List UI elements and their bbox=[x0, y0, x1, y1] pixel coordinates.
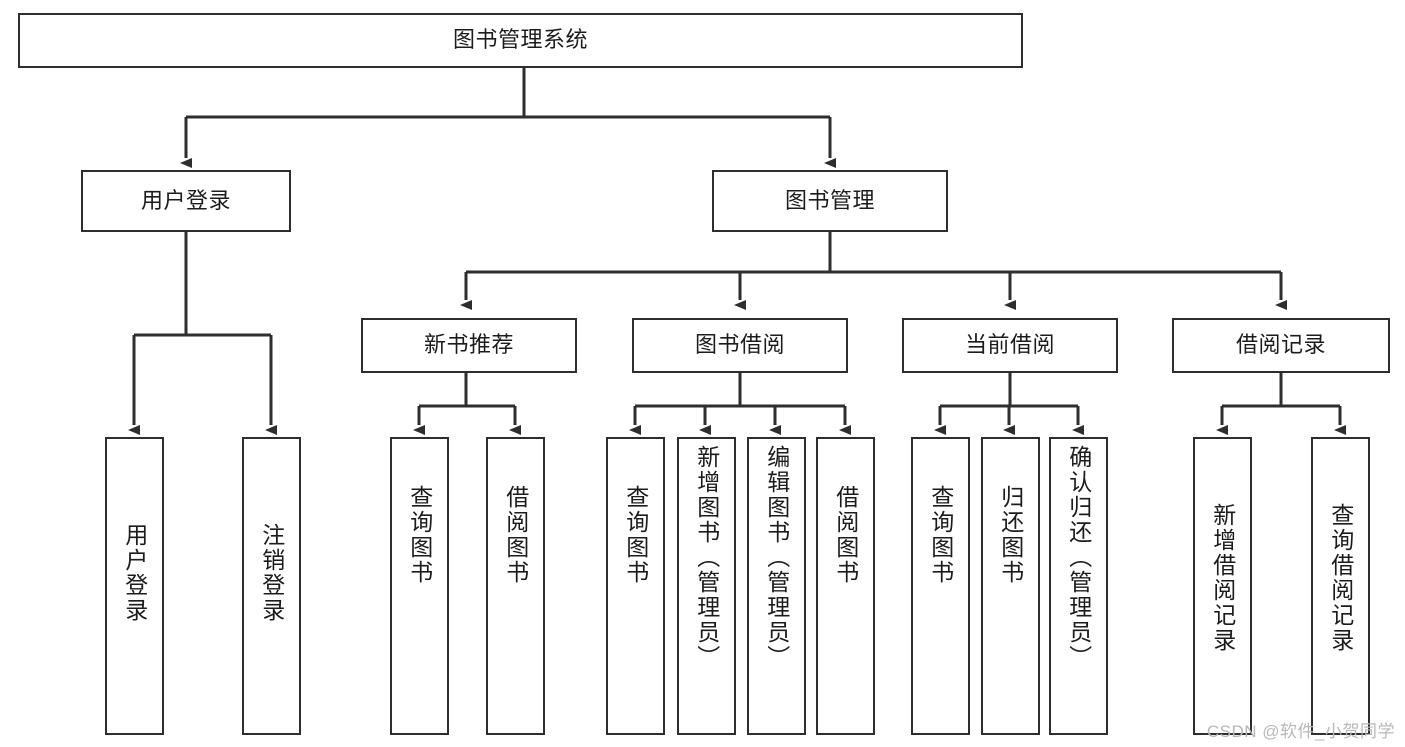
node-book-borrow[interactable]: 图书借阅 bbox=[632, 318, 848, 373]
node-leaf-add-book-label: 新增图书（管理员） bbox=[693, 445, 720, 670]
node-borrow-record[interactable]: 借阅记录 bbox=[1172, 318, 1390, 373]
node-new-book-rec-label: 新书推荐 bbox=[423, 332, 514, 358]
node-root[interactable]: 图书管理系统 bbox=[18, 13, 1023, 68]
node-leaf-return-book[interactable]: 归还图书 bbox=[981, 437, 1040, 735]
node-leaf-logout-label: 注销登录 bbox=[258, 523, 285, 623]
node-leaf-logout[interactable]: 注销登录 bbox=[242, 437, 301, 735]
node-borrow-record-label: 借阅记录 bbox=[1235, 332, 1326, 358]
node-leaf-borrow-book-1[interactable]: 借阅图书 bbox=[486, 437, 545, 735]
node-leaf-confirm-return-label: 确认归还（管理员） bbox=[1065, 445, 1092, 670]
node-user-login-label: 用户登录 bbox=[140, 187, 231, 213]
node-leaf-query-book-3-label: 查询图书 bbox=[927, 485, 954, 585]
node-leaf-add-book[interactable]: 新增图书（管理员） bbox=[677, 437, 736, 735]
node-leaf-add-record[interactable]: 新增借阅记录 bbox=[1193, 437, 1252, 735]
node-leaf-user-login-label: 用户登录 bbox=[121, 523, 148, 623]
node-current-borrow[interactable]: 当前借阅 bbox=[902, 318, 1118, 373]
node-leaf-query-book-2[interactable]: 查询图书 bbox=[606, 437, 665, 735]
node-book-manage[interactable]: 图书管理 bbox=[712, 170, 948, 232]
node-leaf-query-book-3[interactable]: 查询图书 bbox=[911, 437, 970, 735]
node-leaf-query-book-1-label: 查询图书 bbox=[406, 485, 433, 585]
csdn-watermark: CSDN @软件_小贺同学 bbox=[1206, 722, 1395, 741]
node-leaf-borrow-book-2[interactable]: 借阅图书 bbox=[816, 437, 875, 735]
node-book-borrow-label: 图书借阅 bbox=[694, 332, 785, 358]
node-leaf-return-book-label: 归还图书 bbox=[997, 485, 1024, 585]
node-leaf-user-login[interactable]: 用户登录 bbox=[105, 437, 164, 735]
node-current-borrow-label: 当前借阅 bbox=[964, 332, 1055, 358]
node-user-login[interactable]: 用户登录 bbox=[81, 170, 291, 232]
node-book-manage-label: 图书管理 bbox=[784, 187, 875, 213]
node-leaf-query-record[interactable]: 查询借阅记录 bbox=[1311, 437, 1370, 735]
node-new-book-rec[interactable]: 新书推荐 bbox=[361, 318, 577, 373]
node-leaf-query-book-2-label: 查询图书 bbox=[622, 485, 649, 585]
node-leaf-query-record-label: 查询借阅记录 bbox=[1327, 503, 1354, 653]
node-root-label: 图书管理系统 bbox=[452, 27, 588, 53]
node-leaf-query-book-1[interactable]: 查询图书 bbox=[390, 437, 449, 735]
node-leaf-edit-book-label: 编辑图书（管理员） bbox=[763, 445, 790, 670]
node-leaf-edit-book[interactable]: 编辑图书（管理员） bbox=[747, 437, 806, 735]
node-leaf-add-record-label: 新增借阅记录 bbox=[1209, 503, 1236, 653]
node-leaf-borrow-book-2-label: 借阅图书 bbox=[832, 485, 859, 585]
node-leaf-borrow-book-1-label: 借阅图书 bbox=[502, 485, 529, 585]
node-leaf-confirm-return[interactable]: 确认归还（管理员） bbox=[1049, 437, 1108, 735]
